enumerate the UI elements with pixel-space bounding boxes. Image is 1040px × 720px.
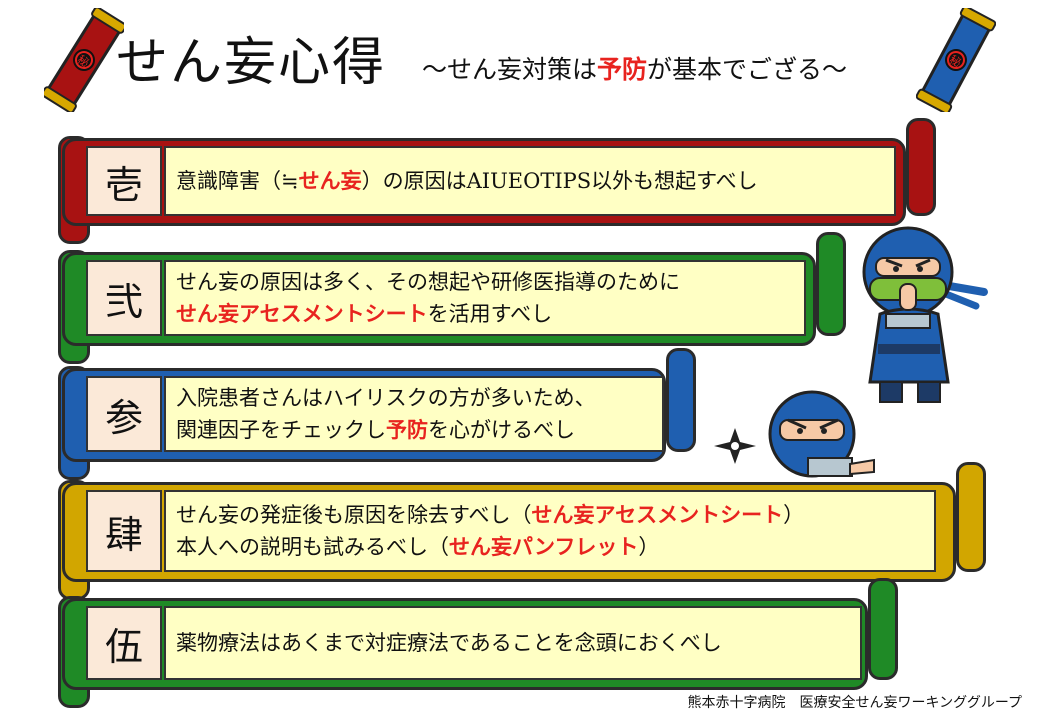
rule-text: 意識障害（≒せん妄）の原因はAIUEOTIPS以外も想起すべし xyxy=(176,165,758,197)
scroll-icon-right: 秘 xyxy=(916,8,996,112)
rule-text-line: 関連因子をチェックし予防を心がけるべし xyxy=(176,414,596,446)
plain-text: を心がけるべし xyxy=(428,418,575,442)
rule-text: せん妄の原因は多く、その想起や研修医指導のためにせん妄アセスメントシートを活用す… xyxy=(176,266,680,330)
rule-text: 薬物療法はあくまで対症療法であることを念頭におくべし xyxy=(176,627,722,659)
highlight-text: せん妄アセスメントシート xyxy=(176,301,428,326)
shuriken-icon xyxy=(712,426,758,470)
plain-text: 関連因子をチェックし xyxy=(176,418,386,442)
rule-text-panel xyxy=(164,260,806,336)
rule-number-kanji: 弐 xyxy=(86,260,162,336)
scroll-icon-left: 秘 xyxy=(44,8,124,112)
plain-text: 本人への説明も試みるべし（ xyxy=(176,535,449,559)
rule-text-line: 薬物療法はあくまで対症療法であることを念頭におくべし xyxy=(176,627,722,659)
ninja-illustration-upper xyxy=(856,222,996,411)
rule-number-kanji: 伍 xyxy=(86,606,162,680)
highlight-text: せん妄 xyxy=(298,168,362,193)
scroll-curl-right xyxy=(666,348,696,452)
plain-text: ） xyxy=(638,535,660,559)
rule-text-line: せん妄の発症後も原因を除去すべし（せん妄アセスメントシート） xyxy=(176,499,804,531)
footer-credit: 熊本赤十字病院 医療安全せん妄ワーキンググループ xyxy=(687,695,1022,711)
plain-text: 薬物療法はあくまで対症療法であることを念頭におくべし xyxy=(176,631,722,655)
rule-text: 入院患者さんはハイリスクの方が多いため、関連因子をチェックし予防を心がけるべし xyxy=(176,382,596,446)
highlight-text: せん妄パンフレット xyxy=(449,534,639,559)
rule-text-line: せん妄の原因は多く、その想起や研修医指導のために xyxy=(176,266,680,298)
rule-text-line: 本人への説明も試みるべし（せん妄パンフレット） xyxy=(176,531,804,563)
rule-text-panel xyxy=(164,490,936,572)
page-title: せん妄心得 xyxy=(116,33,387,93)
rule-text-line: せん妄アセスメントシートを活用すべし xyxy=(176,298,680,330)
ninja-illustration-lower xyxy=(762,386,882,500)
scroll-curl-right xyxy=(816,232,846,336)
rule-text-panel xyxy=(164,376,664,452)
rule-text-line: 入院患者さんはハイリスクの方が多いため、 xyxy=(176,382,596,414)
plain-text: せん妄の発症後も原因を除去すべし（ xyxy=(176,503,532,527)
rule-text: せん妄の発症後も原因を除去すべし（せん妄アセスメントシート）本人への説明も試みる… xyxy=(176,499,804,563)
scroll-curl-right xyxy=(906,118,936,216)
rule-number-kanji: 参 xyxy=(86,376,162,452)
plain-text: ）の原因はAIUEOTIPS以外も想起すべし xyxy=(361,169,758,193)
plain-text: せん妄の原因は多く、その想起や研修医指導のために xyxy=(176,270,680,294)
rule-number-kanji: 肆 xyxy=(86,490,162,572)
plain-text: 入院患者さんはハイリスクの方が多いため、 xyxy=(176,386,596,410)
highlight-text: せん妄アセスメントシート xyxy=(531,502,784,527)
highlight-text: 予防 xyxy=(386,417,428,442)
subtitle-highlight: 予防 xyxy=(597,55,648,84)
plain-text: を活用すべし xyxy=(427,302,553,326)
plain-text: 意識障害（≒ xyxy=(176,169,299,193)
page-subtitle: ～せん妄対策は予防が基本でござる～ xyxy=(422,55,848,84)
rule-text-panel xyxy=(164,146,896,216)
rule-number-kanji: 壱 xyxy=(86,146,162,216)
scroll-curl-right xyxy=(956,462,986,572)
plain-text: ） xyxy=(783,503,805,527)
rule-text-panel xyxy=(164,606,862,680)
scroll-curl-right xyxy=(868,578,898,680)
rule-text-line: 意識障害（≒せん妄）の原因はAIUEOTIPS以外も想起すべし xyxy=(176,165,758,197)
